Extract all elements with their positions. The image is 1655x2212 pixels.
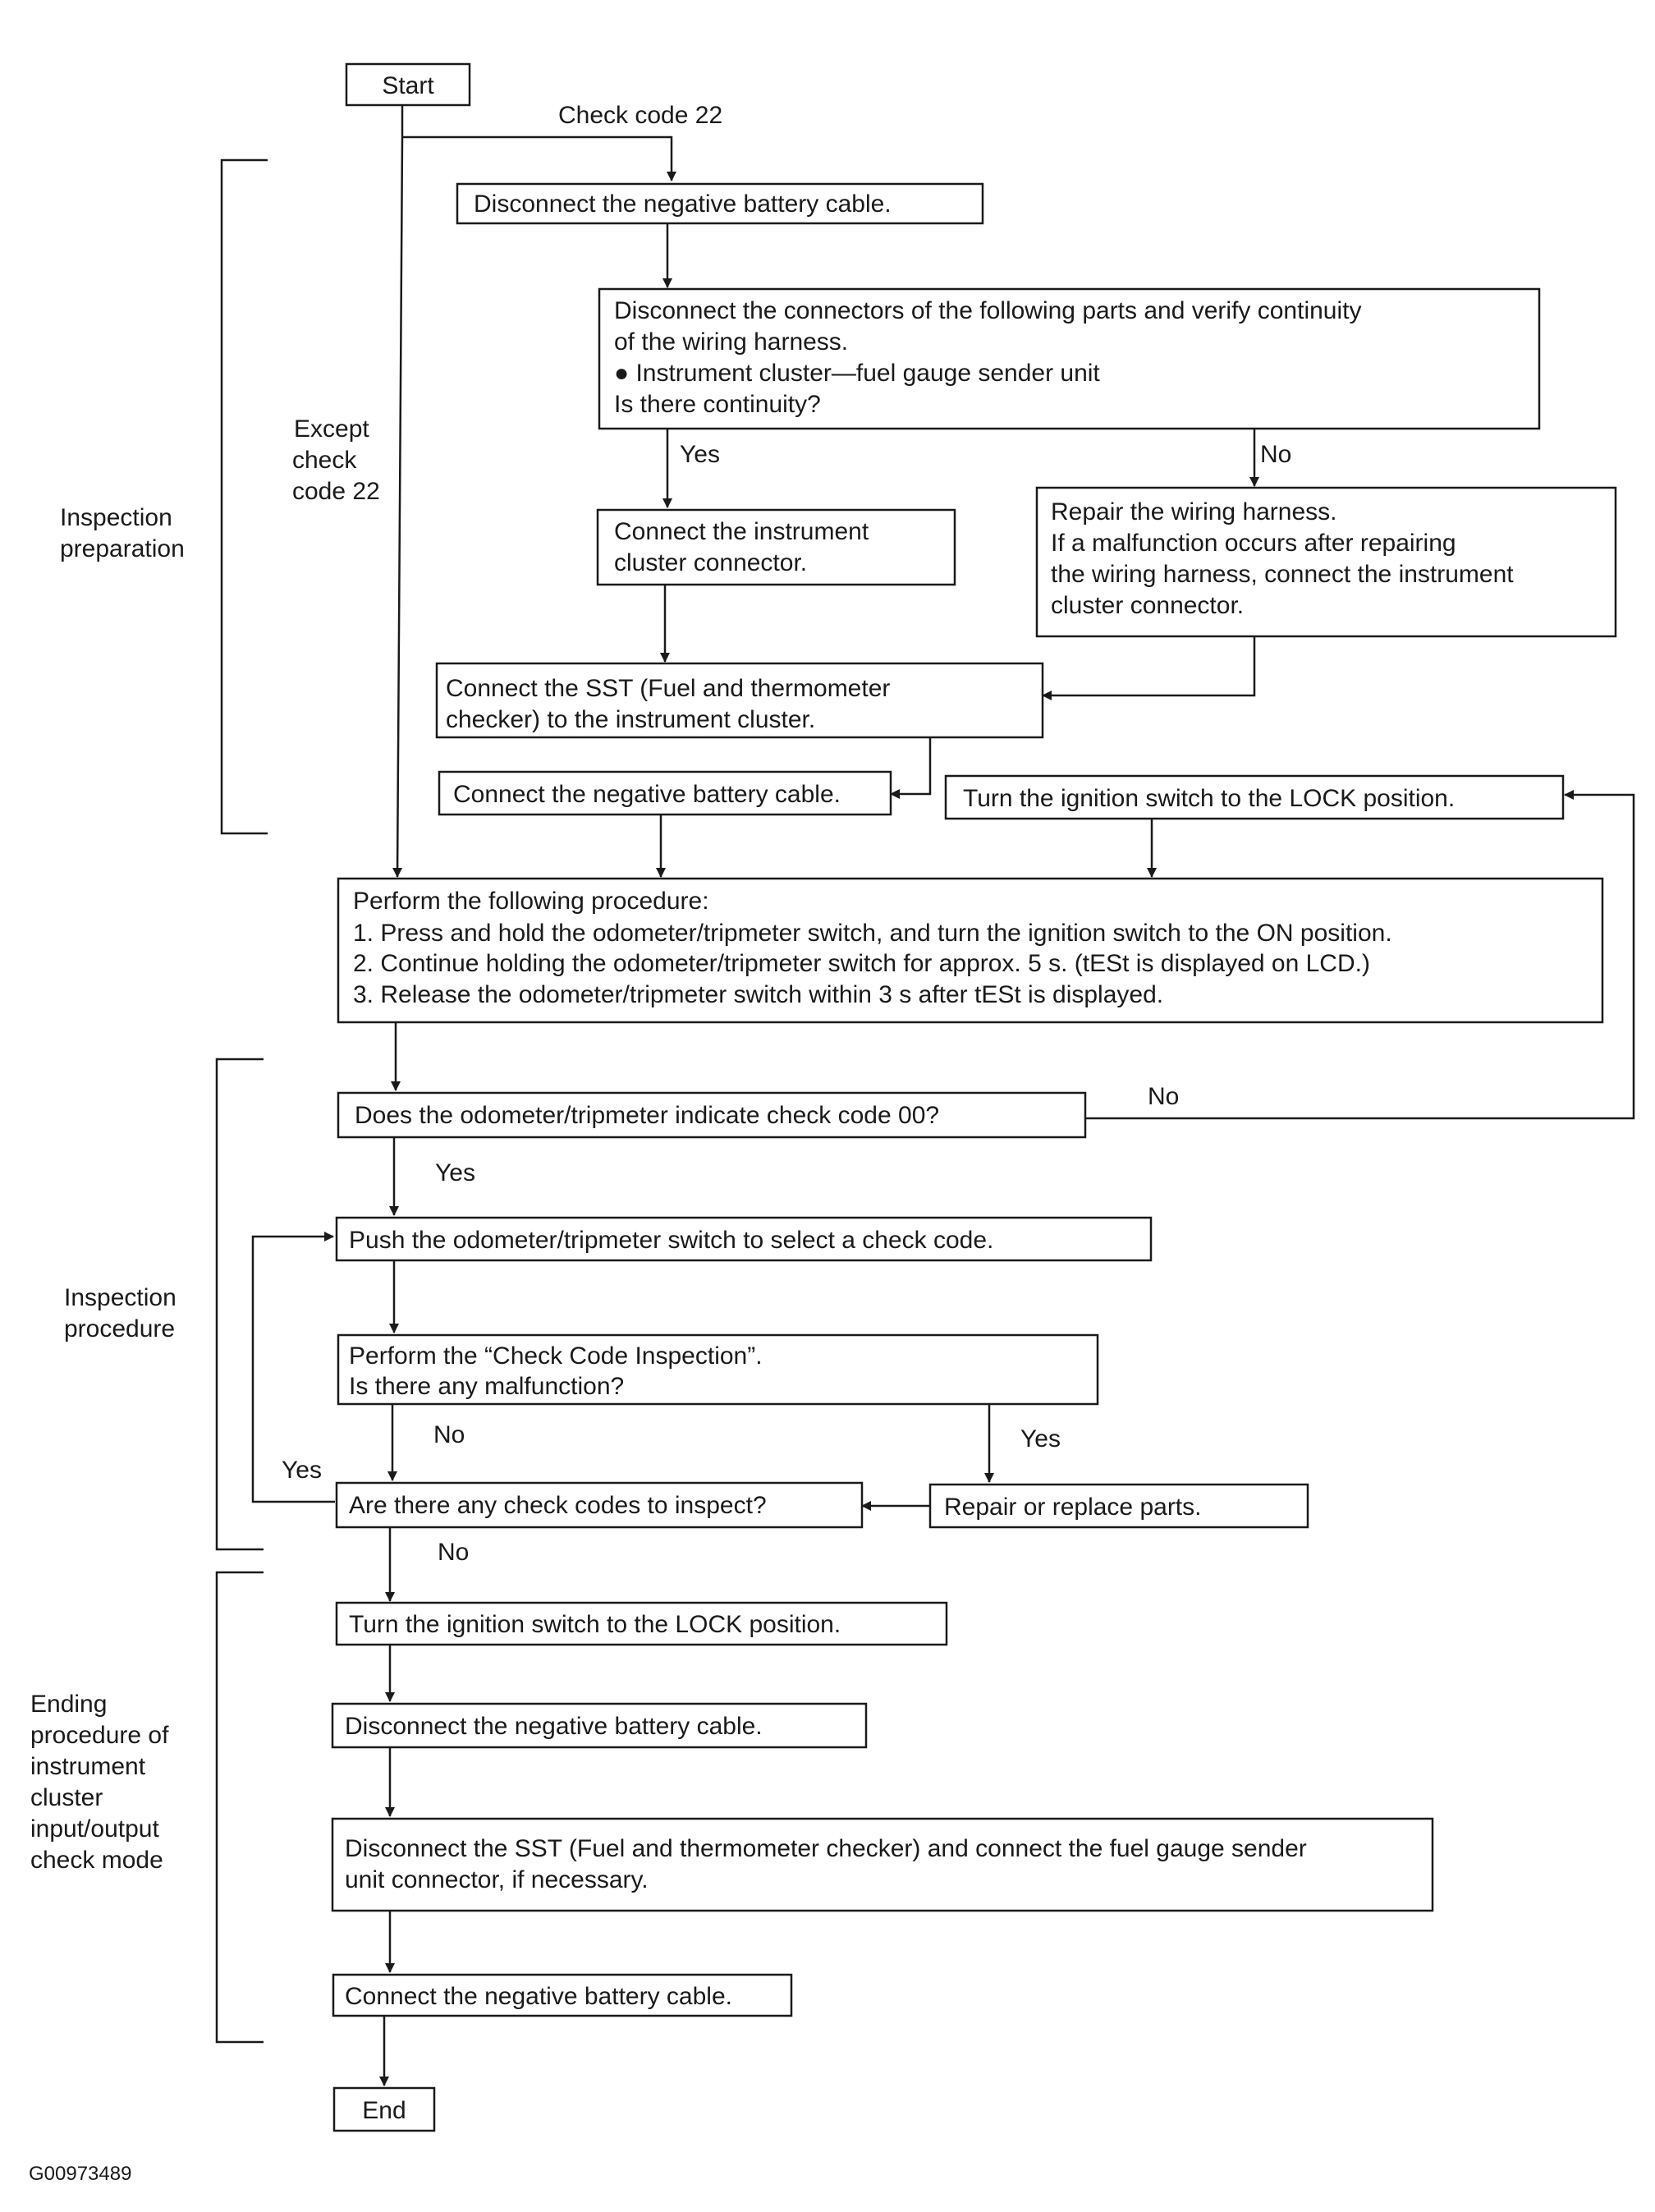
step-check-code-00 bbox=[337, 1091, 1087, 1139]
line-codes-yes-loop bbox=[251, 1232, 335, 1503]
code00-no-label: No bbox=[1148, 1083, 1179, 1110]
step-connect-cluster-connector bbox=[596, 508, 956, 586]
step-verify-continuity-text: Disconnect the connectors of the followi… bbox=[614, 297, 1368, 418]
step-connect-sst bbox=[435, 662, 1044, 739]
step-verify-continuity bbox=[598, 287, 1541, 430]
continuity-yes-label: Yes bbox=[680, 441, 720, 468]
step-connect-battery-2 bbox=[332, 1973, 793, 2017]
figure-id: G00973489 bbox=[29, 2163, 131, 2185]
step-ignition-lock-2 bbox=[335, 1601, 948, 1646]
step-check-code-inspection-text: Perform the “Check Code Inspection”. Is … bbox=[349, 1342, 769, 1400]
malfunction-no-label: No bbox=[433, 1421, 465, 1448]
step-connect-battery-2-text: Connect the negative battery cable. bbox=[345, 1983, 732, 2010]
check-code-22-label: Check code 22 bbox=[558, 102, 722, 129]
step-repair-harness bbox=[1035, 486, 1617, 638]
step-disconnect-battery-2-text: Disconnect the negative battery cable. bbox=[345, 1713, 763, 1740]
codes-left-yes-label: Yes bbox=[282, 1457, 322, 1484]
step-repair-harness-text: Repair the wiring harness. If a malfunct… bbox=[1051, 498, 1520, 619]
continuity-no-label: No bbox=[1260, 441, 1291, 468]
phase-label-preparation: Inspection preparation bbox=[60, 504, 185, 562]
end-box bbox=[332, 2086, 436, 2132]
start-box bbox=[345, 62, 471, 107]
start-label: Start bbox=[382, 72, 434, 99]
step-push-switch bbox=[335, 1216, 1153, 1262]
step-repair-parts bbox=[928, 1483, 1309, 1529]
step-connect-sst-text: Connect the SST (Fuel and thermometer ch… bbox=[446, 675, 897, 733]
step-check-code-00-text: Does the odometer/tripmeter indicate che… bbox=[355, 1102, 939, 1129]
step-disconnect-sst bbox=[331, 1817, 1434, 1912]
step-any-codes-left bbox=[335, 1481, 864, 1529]
line-sst-to-battery bbox=[890, 737, 932, 799]
bracket-preparation bbox=[220, 158, 268, 835]
end-label: End bbox=[362, 2097, 406, 2124]
step-connect-cluster-connector-text: Connect the instrument cluster connector… bbox=[614, 518, 876, 576]
bracket-procedure bbox=[215, 1058, 264, 1551]
step-ignition-lock-1 bbox=[944, 774, 1565, 820]
step-disconnect-battery-1-text: Disconnect the negative battery cable. bbox=[474, 190, 892, 218]
step-ignition-lock-1-text: Turn the ignition switch to the LOCK pos… bbox=[963, 785, 1455, 812]
step-any-codes-left-text: Are there any check codes to inspect? bbox=[349, 1492, 767, 1519]
bracket-ending bbox=[215, 1571, 264, 2044]
line-repair-to-sst bbox=[1042, 636, 1256, 700]
step-disconnect-battery-1 bbox=[456, 182, 984, 225]
line-code00-no-loop bbox=[1085, 790, 1635, 1120]
step-push-switch-text: Push the odometer/tripmeter switch to se… bbox=[349, 1227, 993, 1254]
malfunction-yes-label: Yes bbox=[1020, 1425, 1061, 1452]
code00-yes-label: Yes bbox=[435, 1159, 475, 1186]
step-connect-battery-1-text: Connect the negative battery cable. bbox=[453, 781, 841, 808]
line-to-check-code-22 bbox=[402, 135, 676, 181]
step-disconnect-sst-text: Disconnect the SST (Fuel and thermometer… bbox=[345, 1835, 1313, 1893]
step-perform-procedure bbox=[337, 877, 1604, 1024]
phase-label-ending: Ending procedure of instrument cluster i… bbox=[30, 1691, 176, 1874]
except-check-code-22-label: Except check code 22 bbox=[292, 415, 380, 505]
codes-left-no-label: No bbox=[438, 1539, 469, 1566]
step-ignition-lock-2-text: Turn the ignition switch to the LOCK pos… bbox=[349, 1611, 841, 1638]
step-perform-procedure-text: Perform the following procedure: 1. Pres… bbox=[353, 888, 1399, 1008]
phase-label-procedure: Inspection procedure bbox=[64, 1284, 183, 1342]
step-repair-parts-text: Repair or replace parts. bbox=[944, 1494, 1201, 1521]
line-except-22 bbox=[392, 136, 404, 878]
step-disconnect-battery-2 bbox=[331, 1702, 868, 1749]
step-connect-battery-1 bbox=[438, 770, 892, 816]
step-check-code-inspection bbox=[337, 1333, 1099, 1406]
